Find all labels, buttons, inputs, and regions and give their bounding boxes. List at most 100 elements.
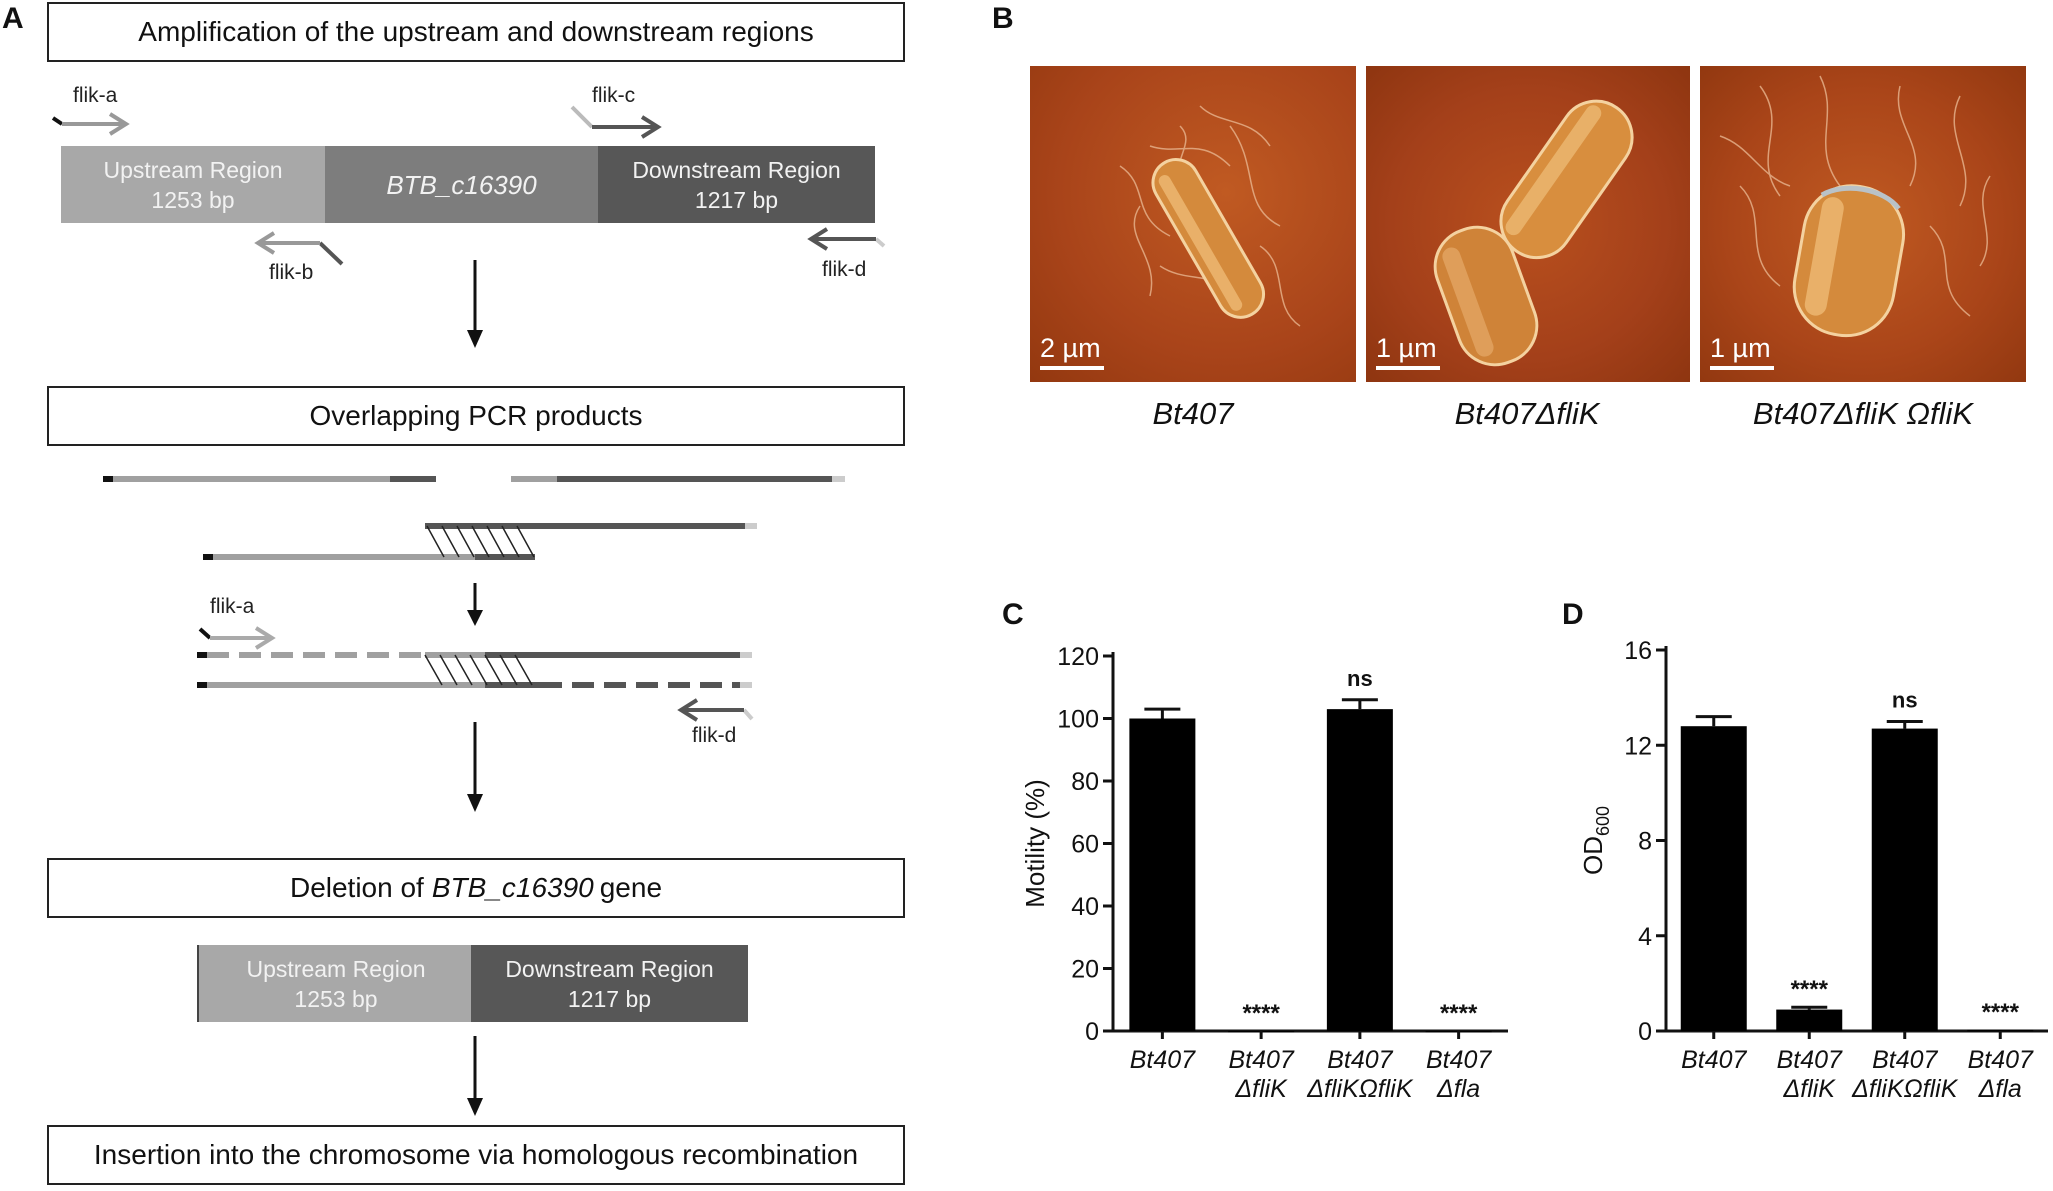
significance-label: ns bbox=[1892, 687, 1918, 712]
step3-gene: BTB_c16390 bbox=[431, 872, 594, 903]
scalebar-bt407-label: 2 µm bbox=[1040, 333, 1101, 363]
afm-cell-complemented bbox=[1719, 75, 1991, 338]
y-tick-label: 120 bbox=[1057, 643, 1099, 671]
y-tick-label: 40 bbox=[1071, 893, 1099, 921]
afm-image-bt407: 2 µm bbox=[1030, 66, 1356, 382]
step1-box: Amplification of the upstream and downst… bbox=[47, 2, 905, 62]
y-tick-label: 60 bbox=[1071, 831, 1099, 859]
x-tick-label-line2: ΔfliK bbox=[1782, 1075, 1836, 1103]
scalebar-bt407: 2 µm bbox=[1040, 333, 1104, 370]
step2-text: Overlapping PCR products bbox=[309, 400, 643, 431]
step3-box: Deletion of BTB_c16390 gene bbox=[47, 858, 905, 918]
top-primer-arrows bbox=[51, 105, 886, 266]
afm-flagella-bt407 bbox=[1119, 105, 1301, 327]
y-tick-label: 0 bbox=[1085, 1018, 1099, 1046]
arrow-flik-b bbox=[254, 231, 344, 266]
primer-label-flik-a-lower: flik-a bbox=[210, 595, 255, 618]
downstream-region: Downstream Region 1217 bp bbox=[598, 146, 875, 223]
arrow-flik-a-lower bbox=[198, 626, 276, 650]
panel-b-letter: B bbox=[992, 2, 1014, 35]
step4-box: Insertion into the chromosome via homolo… bbox=[47, 1125, 905, 1185]
step2-box: Overlapping PCR products bbox=[47, 386, 905, 446]
overlap-pcr-schematic bbox=[103, 476, 845, 722]
annealed-products bbox=[203, 523, 757, 560]
afm-image-bt407-deltaflik: 1 µm bbox=[1366, 66, 1690, 382]
deletion-upstream-region: Upstream Region 1253 bp bbox=[197, 945, 473, 1022]
x-tick-label-line2: ΔfliKΩfliK bbox=[1306, 1075, 1414, 1103]
significance-label: **** bbox=[1242, 1000, 1280, 1027]
chart-d-od600: D0481216OD600Bt407****Bt407ΔfliKnsBt407Δ… bbox=[1562, 598, 2048, 1103]
deletion-downstream-region: Downstream Region 1217 bp bbox=[471, 945, 748, 1022]
bar bbox=[1129, 718, 1196, 1031]
scalebar-complemented: 1 µm bbox=[1710, 333, 1774, 370]
arrow-flik-d bbox=[807, 227, 886, 251]
upstream-region: Upstream Region 1253 bp bbox=[61, 146, 325, 223]
x-tick-label: Bt407 bbox=[1426, 1046, 1492, 1074]
x-tick-label: Bt407 bbox=[1968, 1046, 2034, 1074]
deletion-downstream-name: Downstream Region bbox=[505, 955, 714, 982]
bar bbox=[1680, 726, 1747, 1031]
afm-image-bt407-deltaflik-omegaflik: 1 µm bbox=[1700, 66, 2026, 382]
deletion-downstream-size: 1217 bp bbox=[567, 985, 652, 1012]
deletion-upstream-name: Upstream Region bbox=[246, 955, 426, 982]
y-tick-label: 12 bbox=[1624, 732, 1652, 760]
panel-d-letter: D bbox=[1562, 598, 1584, 631]
x-tick-label-line2: Δfla bbox=[1436, 1075, 1480, 1103]
significance-label: **** bbox=[1440, 1000, 1478, 1027]
significance-label: ns bbox=[1347, 666, 1373, 691]
x-tick-label-line2: ΔfliKΩfliK bbox=[1851, 1075, 1959, 1103]
downstream-region-name: Downstream Region bbox=[632, 156, 841, 183]
flow-arrow-1 bbox=[467, 260, 483, 348]
y-tick-label: 0 bbox=[1638, 1018, 1652, 1046]
small-arrow bbox=[467, 583, 483, 626]
flow-arrow-3 bbox=[467, 1036, 483, 1116]
strain-label-bt407: Bt407 bbox=[1152, 396, 1234, 431]
arrow-flik-d-lower bbox=[677, 698, 754, 722]
panel-c-letter: C bbox=[1002, 598, 1024, 631]
y-tick-label: 100 bbox=[1057, 706, 1099, 734]
deletion-upstream-size: 1253 bp bbox=[294, 985, 378, 1012]
scalebar-deltaflik-label: 1 µm bbox=[1376, 333, 1437, 363]
y-axis-label: OD600 bbox=[1578, 806, 1613, 875]
fusion-overlap-hatch bbox=[424, 654, 533, 686]
primer-label-flik-d: flik-d bbox=[822, 258, 867, 281]
step3-suffix: gene bbox=[599, 872, 663, 903]
arrow-flik-c bbox=[570, 105, 662, 139]
cell-bt407 bbox=[1151, 158, 1265, 319]
y-tick-label: 20 bbox=[1071, 956, 1099, 984]
strain-label-complemented: Bt407ΔfliK ΩfliK bbox=[1752, 396, 1974, 431]
gene-region: BTB_c16390 bbox=[325, 146, 598, 223]
x-tick-label: Bt407 bbox=[1777, 1046, 1843, 1074]
primer-label-flik-a: flik-a bbox=[73, 84, 118, 107]
arrow-flik-a bbox=[51, 112, 130, 136]
primer-label-flik-c: flik-c bbox=[592, 84, 636, 107]
upstream-region-size: 1253 bp bbox=[151, 186, 235, 213]
y-axis-label-main: OD bbox=[1578, 836, 1608, 875]
step3-prefix: Deletion of bbox=[289, 872, 424, 903]
y-axis-label-sub: 600 bbox=[1593, 806, 1613, 836]
y-tick-label: 80 bbox=[1071, 768, 1099, 796]
bar bbox=[1871, 728, 1938, 1031]
afm-cell-deltaflik bbox=[1433, 99, 1634, 367]
x-tick-label: Bt407 bbox=[1872, 1046, 1938, 1074]
x-tick-label-line2: ΔfliK bbox=[1234, 1075, 1288, 1103]
primer-label-flik-d-lower: flik-d bbox=[692, 724, 737, 747]
x-tick-label: Bt407 bbox=[1327, 1046, 1393, 1074]
gene-region-name: BTB_c16390 bbox=[386, 169, 537, 200]
upstream-region-name: Upstream Region bbox=[103, 156, 283, 183]
x-tick-label-line2: Δfla bbox=[1978, 1075, 2022, 1103]
bar bbox=[1967, 1029, 2034, 1032]
scalebar-deltaflik: 1 µm bbox=[1376, 333, 1440, 370]
bar bbox=[1776, 1009, 1843, 1031]
y-tick-label: 8 bbox=[1638, 828, 1652, 856]
y-tick-label: 4 bbox=[1638, 923, 1652, 951]
step1-text: Amplification of the upstream and downst… bbox=[138, 16, 814, 47]
significance-label: **** bbox=[1791, 976, 1829, 1003]
significance-label: **** bbox=[1982, 999, 2020, 1026]
scalebar-complemented-label: 1 µm bbox=[1710, 333, 1771, 363]
flow-arrow-2 bbox=[467, 722, 483, 812]
step4-text: Insertion into the chromosome via homolo… bbox=[93, 1139, 859, 1170]
x-tick-label: Bt407 bbox=[1681, 1046, 1747, 1074]
strain-label-deltaflik: Bt407ΔfliK bbox=[1454, 396, 1600, 431]
